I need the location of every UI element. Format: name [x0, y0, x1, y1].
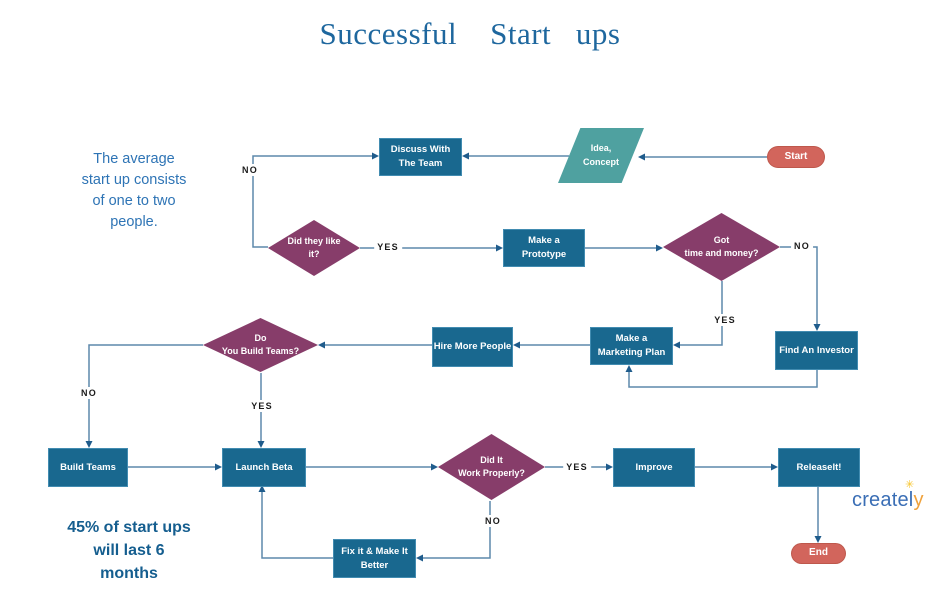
node-build-teams: Build Teams	[48, 448, 128, 487]
node-launch-beta: Launch Beta	[222, 448, 306, 487]
edge-label-yes-like: YES	[374, 241, 402, 253]
node-label: Fix it & Make It Better	[341, 545, 408, 571]
note-45-percent-stat: 45% of start ups will last 6 months	[67, 519, 191, 583]
node-label: Did they like it?	[287, 235, 341, 259]
node-label: Start	[784, 150, 808, 162]
edge-label-yes-work: YES	[563, 461, 591, 473]
node-label: Discuss With The Team	[390, 144, 451, 169]
edge-label-no-like: NO	[239, 164, 261, 176]
creately-logo[interactable]: creately ✳	[852, 479, 924, 512]
logo-text: createl	[852, 489, 914, 511]
node-hire-more-people: Hire More People	[432, 327, 513, 367]
connector-teams-no-to-buildteams	[85, 344, 203, 448]
node-label: Make a Marketing Plan	[597, 333, 666, 358]
node-label: Improve	[635, 461, 673, 473]
node-label: ReleaseIt!	[796, 461, 842, 473]
edge-label-no-teams: NO	[78, 387, 100, 399]
node-label: Hire More People	[433, 341, 512, 353]
node-label: End	[809, 547, 828, 559]
logo-text-accent: y	[913, 489, 924, 511]
node-label: Launch Beta	[235, 461, 293, 473]
node-marketing-plan: Make a Marketing Plan	[590, 327, 673, 365]
node-label: Idea, Concept	[583, 143, 619, 167]
node-make-prototype: Make a Prototype	[503, 229, 585, 267]
node-start: Start	[767, 146, 825, 168]
edge-label-no-money: NO	[791, 240, 813, 252]
note-average-startup: The average start up consists of one to …	[81, 151, 187, 231]
connector-investor-to-marketing	[625, 365, 818, 388]
node-release-it: ReleaseIt!	[778, 448, 860, 487]
node-label: Make a Prototype	[521, 235, 567, 260]
connector-fix-to-launchbeta	[258, 485, 333, 559]
node-discuss-with-team: Discuss With The Team	[379, 138, 462, 176]
connector-gottime-yes-to-marketing	[673, 281, 723, 349]
connector-like-no-to-discuss	[252, 152, 379, 248]
page-title: Successful Start ups	[319, 16, 621, 51]
edge-label-yes-money: YES	[711, 314, 739, 326]
node-improve: Improve	[613, 448, 695, 487]
node-label: Got time and money?	[684, 234, 759, 258]
connector-work-no-to-fix	[416, 501, 491, 562]
sparkle-icon: ✳	[905, 479, 915, 491]
node-label: Build Teams	[60, 461, 116, 473]
node-find-investor: Find An Investor	[775, 331, 858, 370]
node-end: End	[791, 543, 846, 564]
connector-gottime-no-to-investor	[780, 246, 821, 331]
edge-label-yes-teams: YES	[248, 400, 276, 412]
node-fix-make-better: Fix it & Make It Better	[333, 539, 416, 578]
node-label: Did It Work Properly?	[458, 454, 525, 478]
node-label: Find An Investor	[779, 344, 854, 356]
edge-label-no-work: NO	[482, 515, 504, 527]
node-label: Do You Build Teams?	[221, 332, 300, 356]
